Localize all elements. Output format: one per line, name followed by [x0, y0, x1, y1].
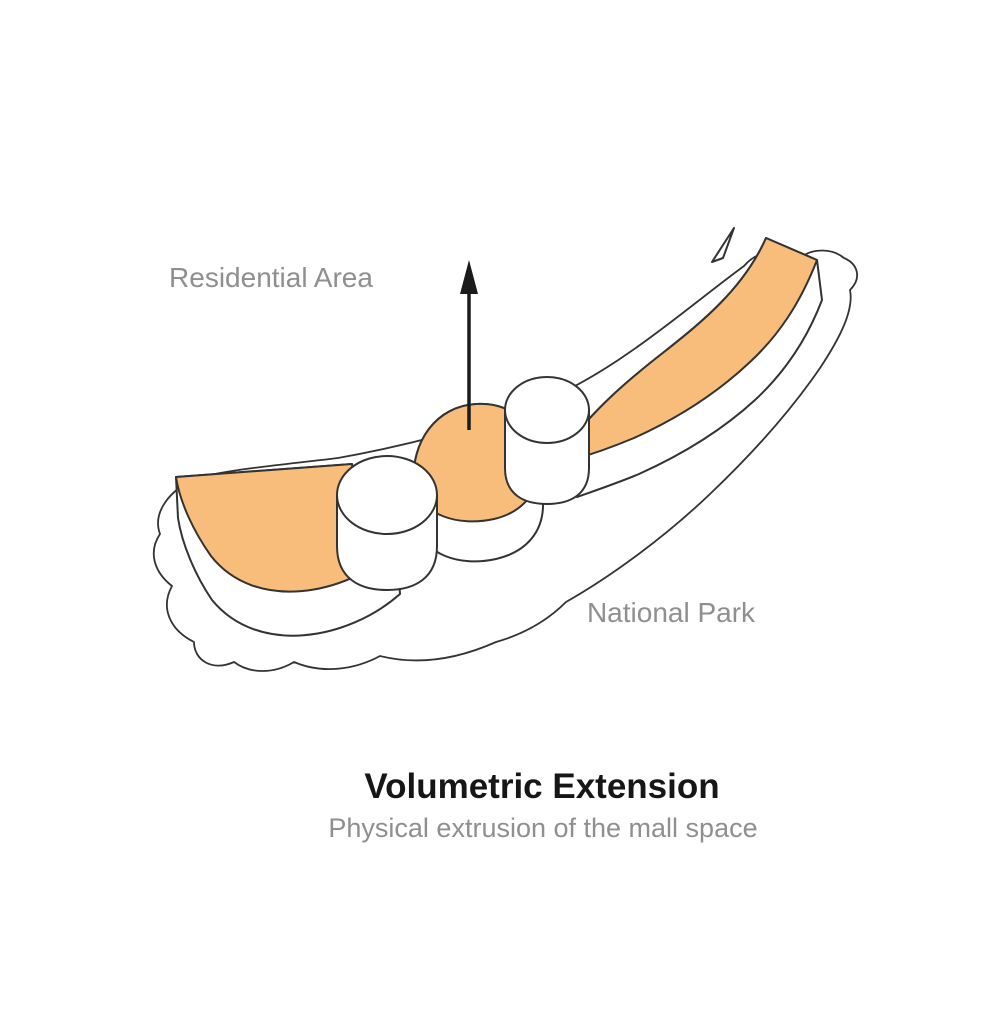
atrium-cylinder-left-top: [336, 455, 438, 535]
residential-area-label: Residential Area: [169, 262, 373, 293]
diagram-title: Volumetric Extension: [364, 767, 719, 806]
arrow-up-icon: [460, 260, 478, 294]
ground-fold-mark: [711, 227, 735, 263]
mall-right-wing-top: [565, 237, 818, 461]
national-park-label: National Park: [587, 597, 756, 628]
atrium-cylinder-right-top: [504, 376, 590, 444]
diagram-subtitle: Physical extrusion of the mall space: [328, 813, 757, 843]
